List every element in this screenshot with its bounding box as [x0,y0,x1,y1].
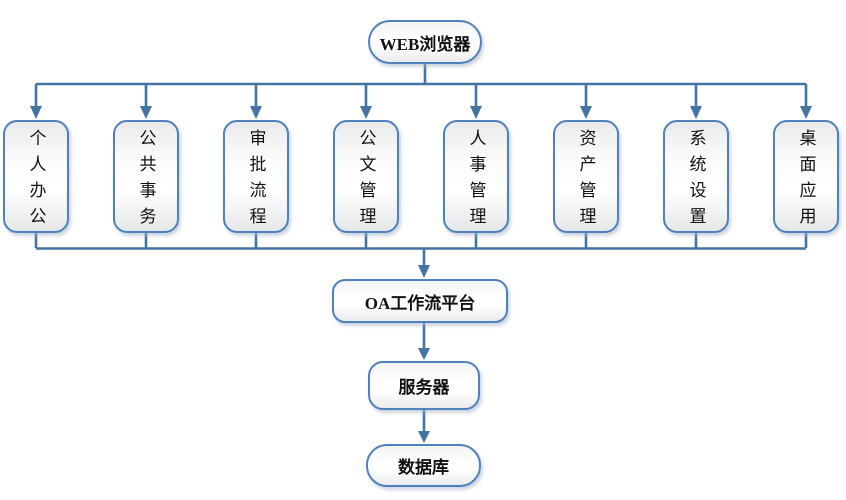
node-oa-workflow-platform: OA工作流平台 [332,279,508,323]
module-document-management: 公文管理 [333,120,399,233]
module-personal-office: 个人办公 [3,120,69,233]
module-hr-management: 人事管理 [443,120,509,233]
arrowhead [30,106,42,119]
node-web-browser: WEB浏览器 [368,20,482,64]
module-system-settings: 系统设置 [663,120,729,233]
node-server: 服务器 [368,361,480,410]
arrowhead [470,106,482,119]
module-label: 公文管理 [356,129,376,233]
module-label: 资产管理 [576,129,596,233]
node-server-label: 服务器 [398,378,450,397]
module-label: 系统设置 [686,129,706,233]
connector-browser-to-modules [34,64,808,107]
arrowhead [418,265,430,278]
arrowhead [360,106,372,119]
module-label: 人事管理 [466,129,486,233]
connector-modules-to-platform [34,233,808,266]
node-web-browser-label: WEB浏览器 [379,34,471,54]
arrowhead [250,106,262,119]
module-desktop-application: 桌面应用 [773,120,839,233]
arrowhead [800,106,812,119]
node-database: 数据库 [366,444,481,487]
arrowhead [418,348,430,360]
module-label: 个人办公 [26,129,46,233]
arrowhead [580,106,592,119]
node-database-label: 数据库 [398,458,449,477]
module-asset-management: 资产管理 [553,120,619,233]
arrowhead [140,106,152,119]
module-public-affairs: 公共事务 [113,120,179,233]
module-label: 桌面应用 [796,129,816,233]
module-approval-process: 审批流程 [223,120,289,233]
arrowhead [418,431,430,443]
node-oa-workflow-platform-label: OA工作流平台 [364,293,476,313]
module-label: 审批流程 [246,129,266,233]
module-label: 公共事务 [136,129,156,233]
arrowhead [690,106,702,119]
